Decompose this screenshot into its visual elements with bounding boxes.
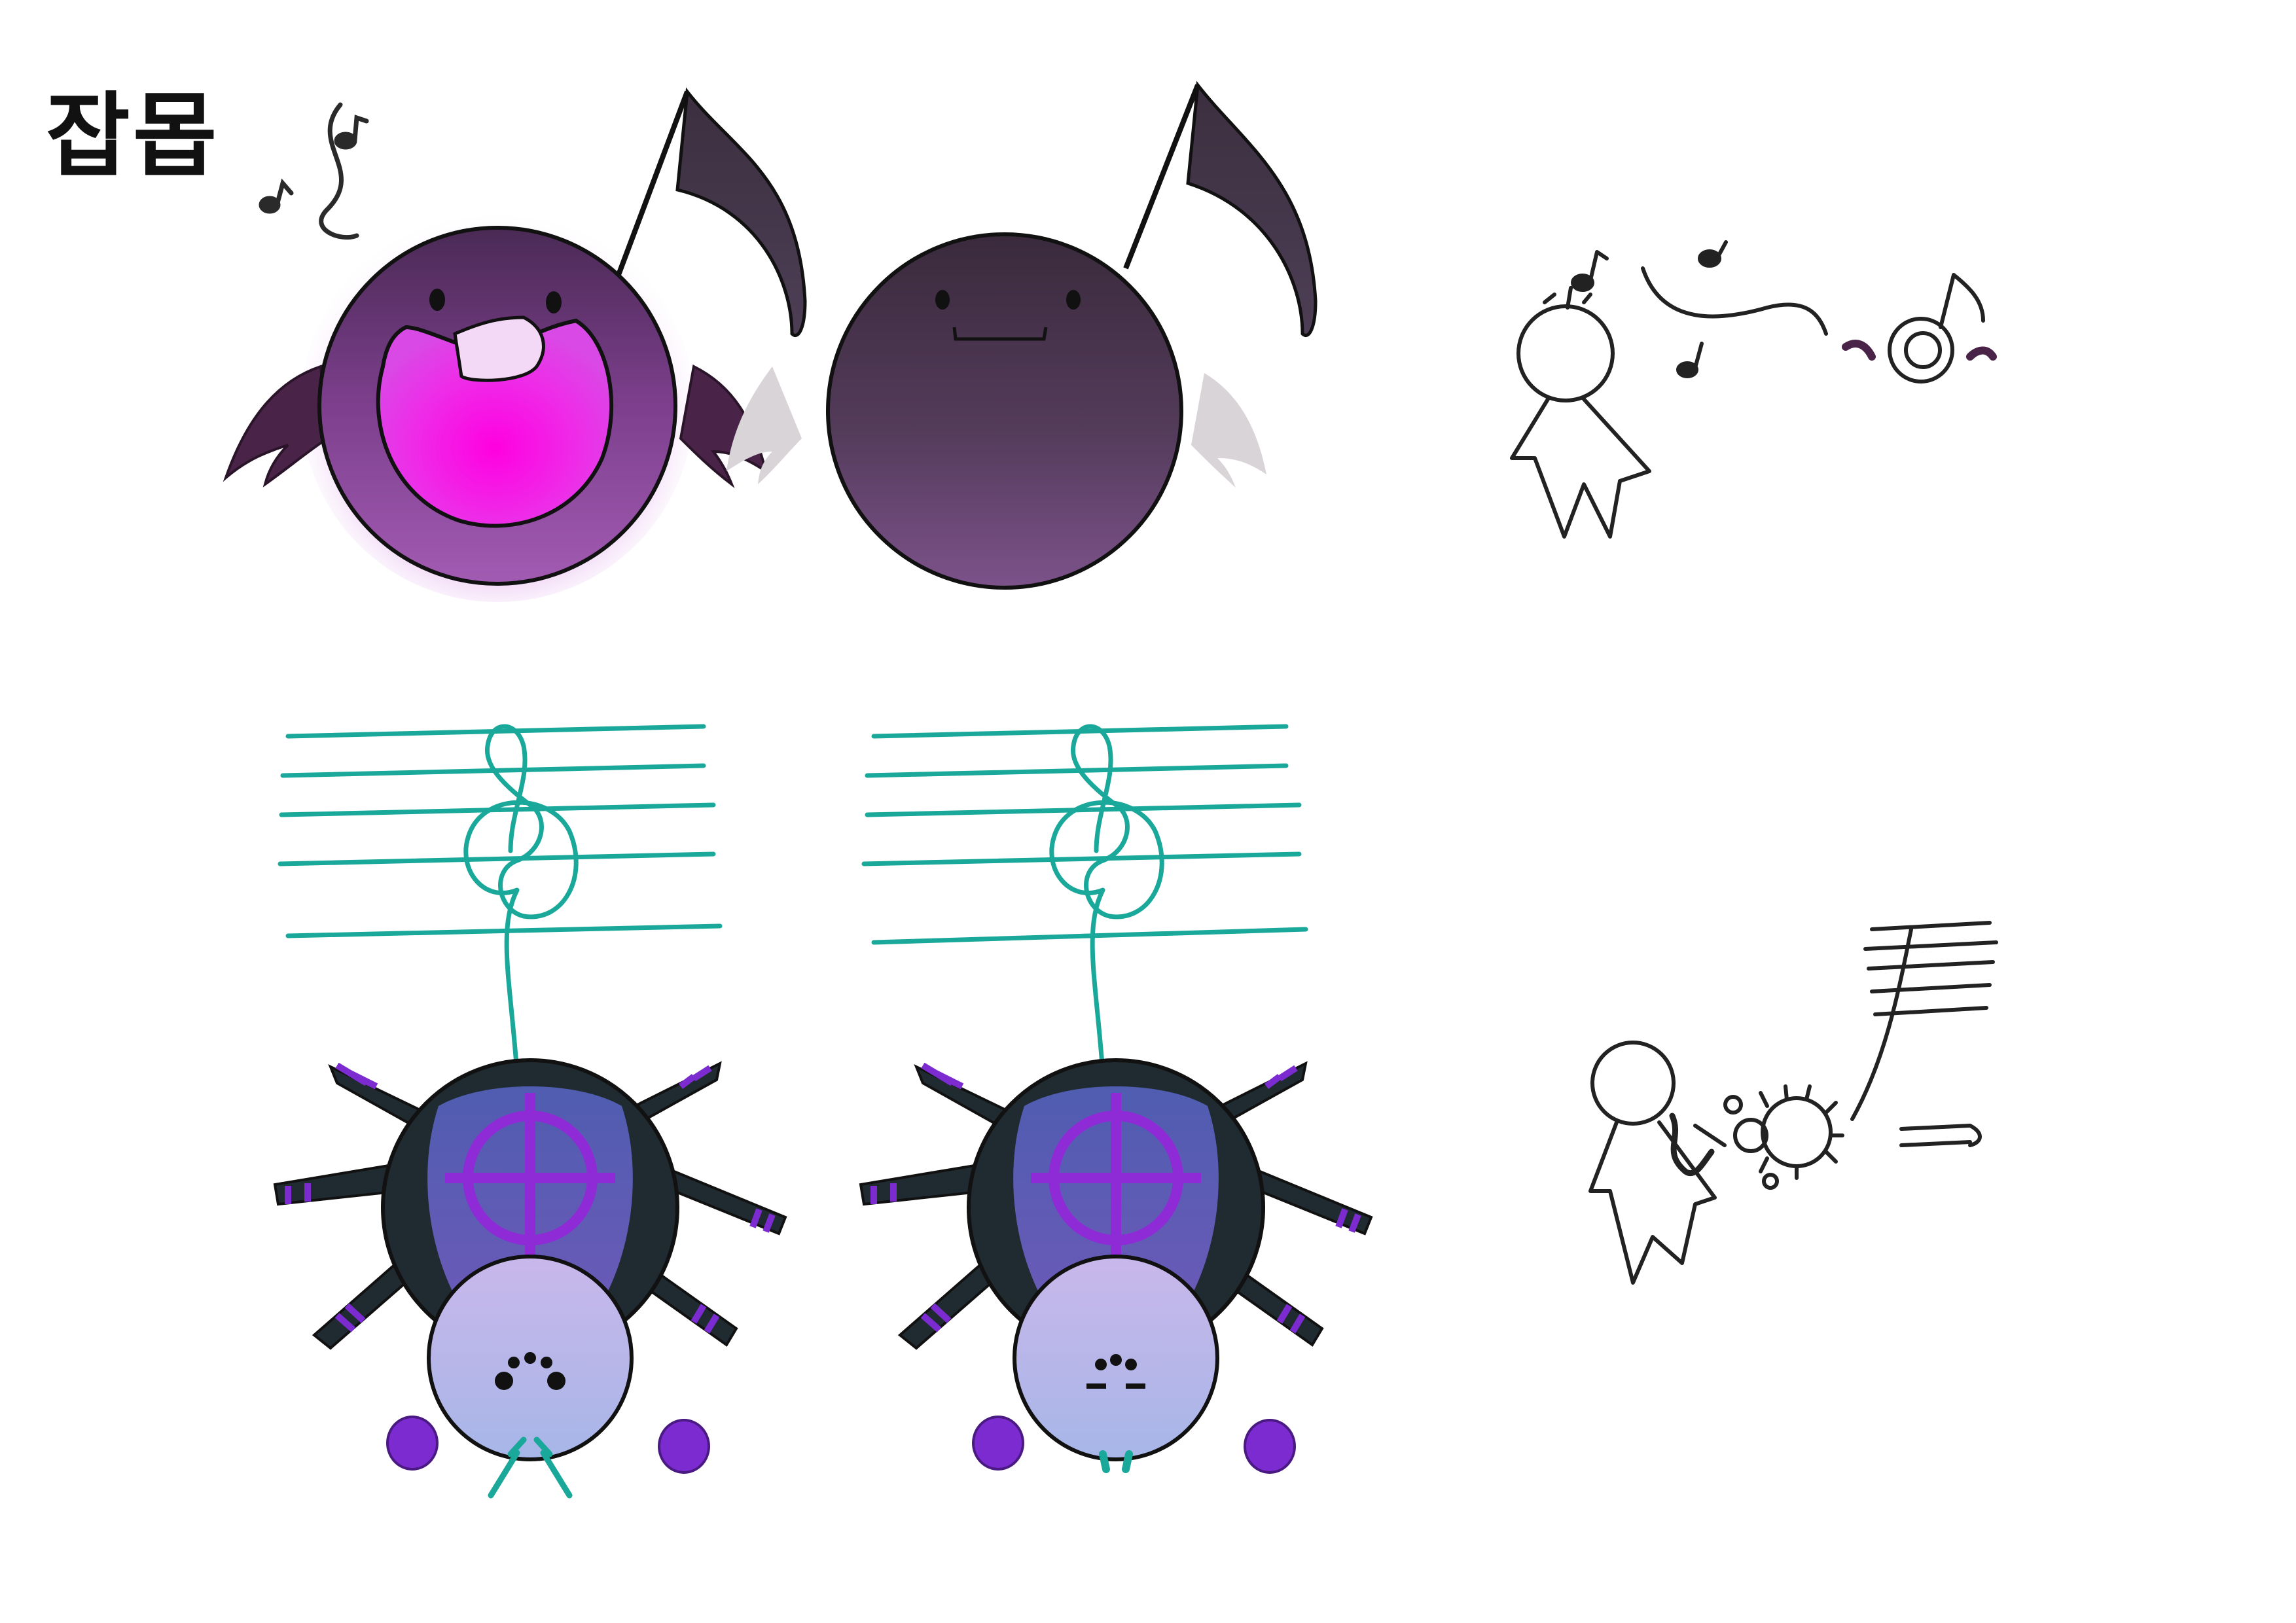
note-head-body [826, 232, 1183, 590]
web-staff-icon [278, 724, 723, 938]
left-wing-icon [223, 365, 329, 488]
fangs-out [488, 1436, 573, 1499]
note-flag-icon [675, 87, 807, 337]
sheet-title: 잡몹 [46, 83, 220, 190]
spider-foot-left [972, 1416, 1024, 1471]
rune-mark-icon [1031, 1093, 1201, 1266]
right-eye [1066, 290, 1081, 310]
spider-foot-right [658, 1419, 710, 1474]
web-staff-icon [861, 724, 1308, 945]
note-stem [1123, 84, 1200, 270]
spider-attack-sketch [1588, 921, 1998, 1285]
spider-eyes [495, 1352, 565, 1390]
left-eye [429, 289, 445, 311]
spider-mob-active [273, 724, 787, 1499]
note-flag-icon [1186, 80, 1318, 337]
spider-foot-left [386, 1416, 439, 1471]
spider-foot-right [1244, 1419, 1296, 1474]
music-note-mob-attack [223, 87, 807, 602]
spider-mob-idle [859, 724, 1373, 1474]
closed-mouth [952, 327, 1048, 341]
tooth [453, 315, 545, 382]
spider-eyes [1086, 1354, 1145, 1389]
treble-clef-icon [463, 724, 579, 1076]
note-attack-sketch [1510, 240, 1997, 539]
right-eye [546, 291, 562, 313]
treble-clef-icon [1049, 724, 1164, 1076]
left-eye [935, 290, 950, 310]
right-ghost-wing-icon [1191, 373, 1266, 488]
fangs-retracted [1099, 1450, 1133, 1473]
left-ghost-wing-icon [726, 366, 802, 484]
open-mouth [376, 318, 614, 528]
rune-mark-icon [445, 1093, 615, 1266]
music-note-mob-idle [726, 80, 1318, 590]
floating-notes-icon [259, 102, 369, 240]
note-stem [616, 90, 690, 276]
